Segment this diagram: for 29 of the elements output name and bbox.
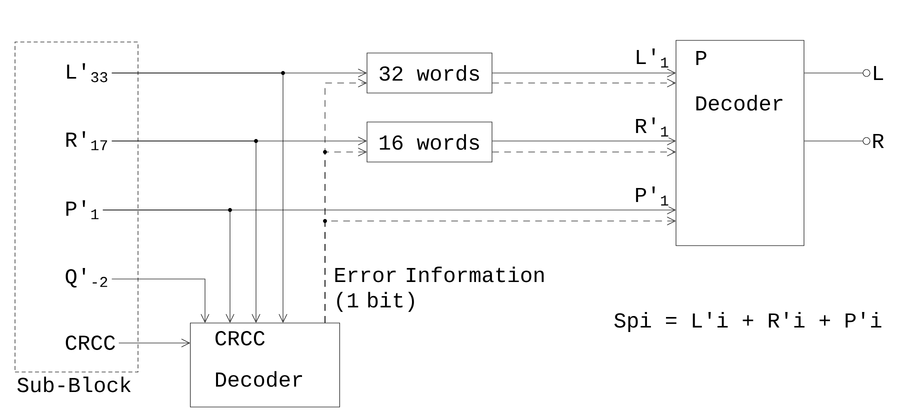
signal-label: P′$_{1}$ xyxy=(66,200,99,220)
output-terminal: R xyxy=(862,134,884,148)
node-label: Sub-Block xyxy=(17,376,131,392)
decoder-box: P Decoder xyxy=(676,40,804,246)
dashed-arrow xyxy=(492,78,676,88)
node-label: L xyxy=(874,66,884,80)
edge-label: R′$_{1}$ xyxy=(633,116,671,138)
dashed-arrow xyxy=(492,148,676,156)
annotation: Error Information (1 bit) xyxy=(335,266,544,312)
signal-label: R′$_{17}$ xyxy=(66,131,108,150)
dashed-arrow xyxy=(323,216,676,323)
arrow xyxy=(112,278,210,323)
decoder-box: CRCC Decoder xyxy=(190,322,340,408)
signal-label: L′$_{33}$ xyxy=(67,63,108,82)
equation: Spi = L′i + R′i + P′i xyxy=(614,312,882,332)
output-terminal: L xyxy=(862,66,884,80)
arrow xyxy=(102,208,234,323)
arrow xyxy=(492,68,676,78)
buffer-box: 32 words xyxy=(366,52,492,94)
buffer-box: 16 words xyxy=(366,122,492,162)
arrow xyxy=(492,136,676,146)
signal-label: CRCC xyxy=(66,336,115,350)
signal-label: Q′$_{-2}$ xyxy=(66,268,108,288)
arrow xyxy=(112,139,260,323)
edge-label: P′$_{1}$ xyxy=(633,185,671,207)
edge-label: L′$_{1}$ xyxy=(633,47,671,69)
arrow xyxy=(112,71,288,323)
node-label: R xyxy=(873,134,884,148)
arrow xyxy=(118,338,190,348)
